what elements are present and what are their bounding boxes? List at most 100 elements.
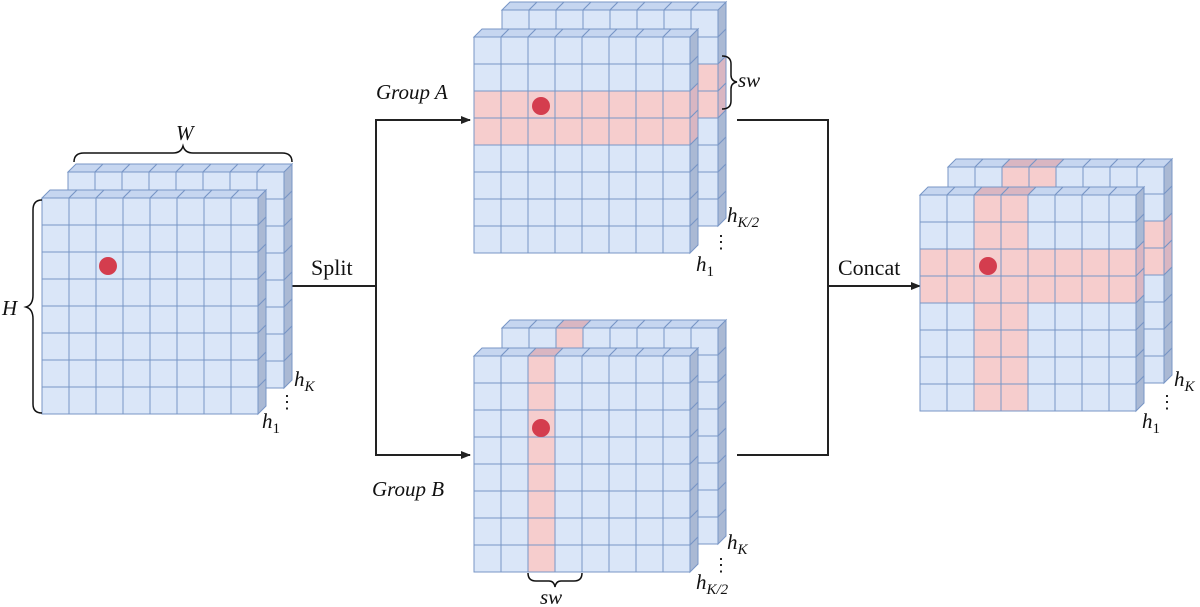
- group-a-label: Group A: [376, 80, 448, 104]
- grid-cell: [1054, 356, 1083, 385]
- grid-cell: [973, 329, 1002, 358]
- grid-cell: [581, 517, 610, 546]
- query-token-dot: [99, 257, 117, 275]
- grid-cell: [1108, 248, 1137, 277]
- grid-cell: [662, 382, 691, 411]
- grid-cell: [1108, 383, 1137, 412]
- grid-cell: [473, 198, 502, 227]
- grid-cell: [1081, 329, 1110, 358]
- grid-cell: [1081, 383, 1110, 412]
- grid-cell: [203, 278, 232, 307]
- grid-cell: [41, 332, 70, 361]
- grid-cell: [1054, 383, 1083, 412]
- grid-cell: [581, 90, 610, 119]
- grid-cell: [1054, 329, 1083, 358]
- grid-cell: [635, 409, 664, 438]
- grid-cell: [473, 517, 502, 546]
- group-b-ellipsis: ⋮: [712, 555, 730, 575]
- grid-cell: [473, 382, 502, 411]
- grid-cell: [95, 197, 124, 226]
- grid-cell: [554, 144, 583, 173]
- grid-cell: [527, 117, 556, 146]
- grid-cell: [635, 198, 664, 227]
- grid-cell: [608, 490, 637, 519]
- grid-cell: [473, 355, 502, 384]
- grid-cell: [919, 356, 948, 385]
- grid-cell: [662, 355, 691, 384]
- grid-cell: [635, 144, 664, 173]
- grid-cell: [1000, 302, 1029, 331]
- grid-cell: [1054, 275, 1083, 304]
- grid-cell: [176, 224, 205, 253]
- grid-cell: [473, 36, 502, 65]
- grid-cell: [554, 544, 583, 573]
- grid-cell: [635, 225, 664, 254]
- arrow-to-group-b: [375, 286, 471, 459]
- grid-cell: [473, 144, 502, 173]
- line-from-group-b: [737, 286, 829, 456]
- grid-cell: [473, 490, 502, 519]
- grid-cell: [95, 386, 124, 415]
- grid-cell: [500, 171, 529, 200]
- grid-cell: [554, 463, 583, 492]
- grid-cell: [527, 171, 556, 200]
- grid-cell: [946, 248, 975, 277]
- grid-cell: [176, 359, 205, 388]
- grid-cell: [149, 332, 178, 361]
- grid-cell: [41, 197, 70, 226]
- grid-cell: [500, 36, 529, 65]
- grid-cell: [41, 251, 70, 280]
- line-from-group-a: [737, 119, 829, 286]
- grid-cell: [581, 409, 610, 438]
- grid-cell: [554, 225, 583, 254]
- grid-cell: [1027, 275, 1056, 304]
- grid-cell: [1027, 194, 1056, 223]
- grid-cell: [635, 63, 664, 92]
- grid-cell: [662, 517, 691, 546]
- grid-cell: [554, 36, 583, 65]
- grid-cell: [581, 463, 610, 492]
- grid-cell: [973, 302, 1002, 331]
- grid-cell: [230, 332, 259, 361]
- grid-cell: [149, 224, 178, 253]
- grid-cell: [176, 197, 205, 226]
- grid-cell: [68, 224, 97, 253]
- grid-cell: [946, 356, 975, 385]
- grid-cell: [973, 221, 1002, 250]
- grid-cell: [608, 382, 637, 411]
- output-hk-label: hK: [1174, 367, 1196, 395]
- grid-cell: [581, 63, 610, 92]
- grid-cell: [1081, 194, 1110, 223]
- grid-cell: [473, 544, 502, 573]
- grid-cell: [203, 197, 232, 226]
- grid-cell: [176, 278, 205, 307]
- grid-cell: [635, 463, 664, 492]
- grid-cell: [662, 117, 691, 146]
- grid-cell: [1108, 275, 1137, 304]
- grid-cell: [527, 382, 556, 411]
- input-hk-label: hK: [294, 367, 316, 395]
- grid-cell: [473, 117, 502, 146]
- group-b-label: Group B: [372, 477, 444, 501]
- grid-cell: [149, 197, 178, 226]
- grid-cell: [1081, 248, 1110, 277]
- grid-cell: [662, 144, 691, 173]
- grid-cell: [176, 305, 205, 334]
- grid-cell: [919, 221, 948, 250]
- sw-label-group-a: sw: [738, 68, 760, 92]
- output-feature-map: [918, 157, 1174, 413]
- grid-cell: [149, 305, 178, 334]
- grid-cell: [608, 409, 637, 438]
- grid-cell: [1081, 275, 1110, 304]
- grid-cell: [500, 436, 529, 465]
- grid-cell: [662, 409, 691, 438]
- grid-cell: [122, 386, 151, 415]
- grid-cell: [1108, 221, 1137, 250]
- grid-cell: [608, 355, 637, 384]
- grid-cell: [230, 251, 259, 280]
- grid-cell: [554, 90, 583, 119]
- grid-cell: [554, 436, 583, 465]
- front-head-layer: [40, 188, 268, 416]
- braces: [23, 55, 738, 588]
- grid-cell: [554, 490, 583, 519]
